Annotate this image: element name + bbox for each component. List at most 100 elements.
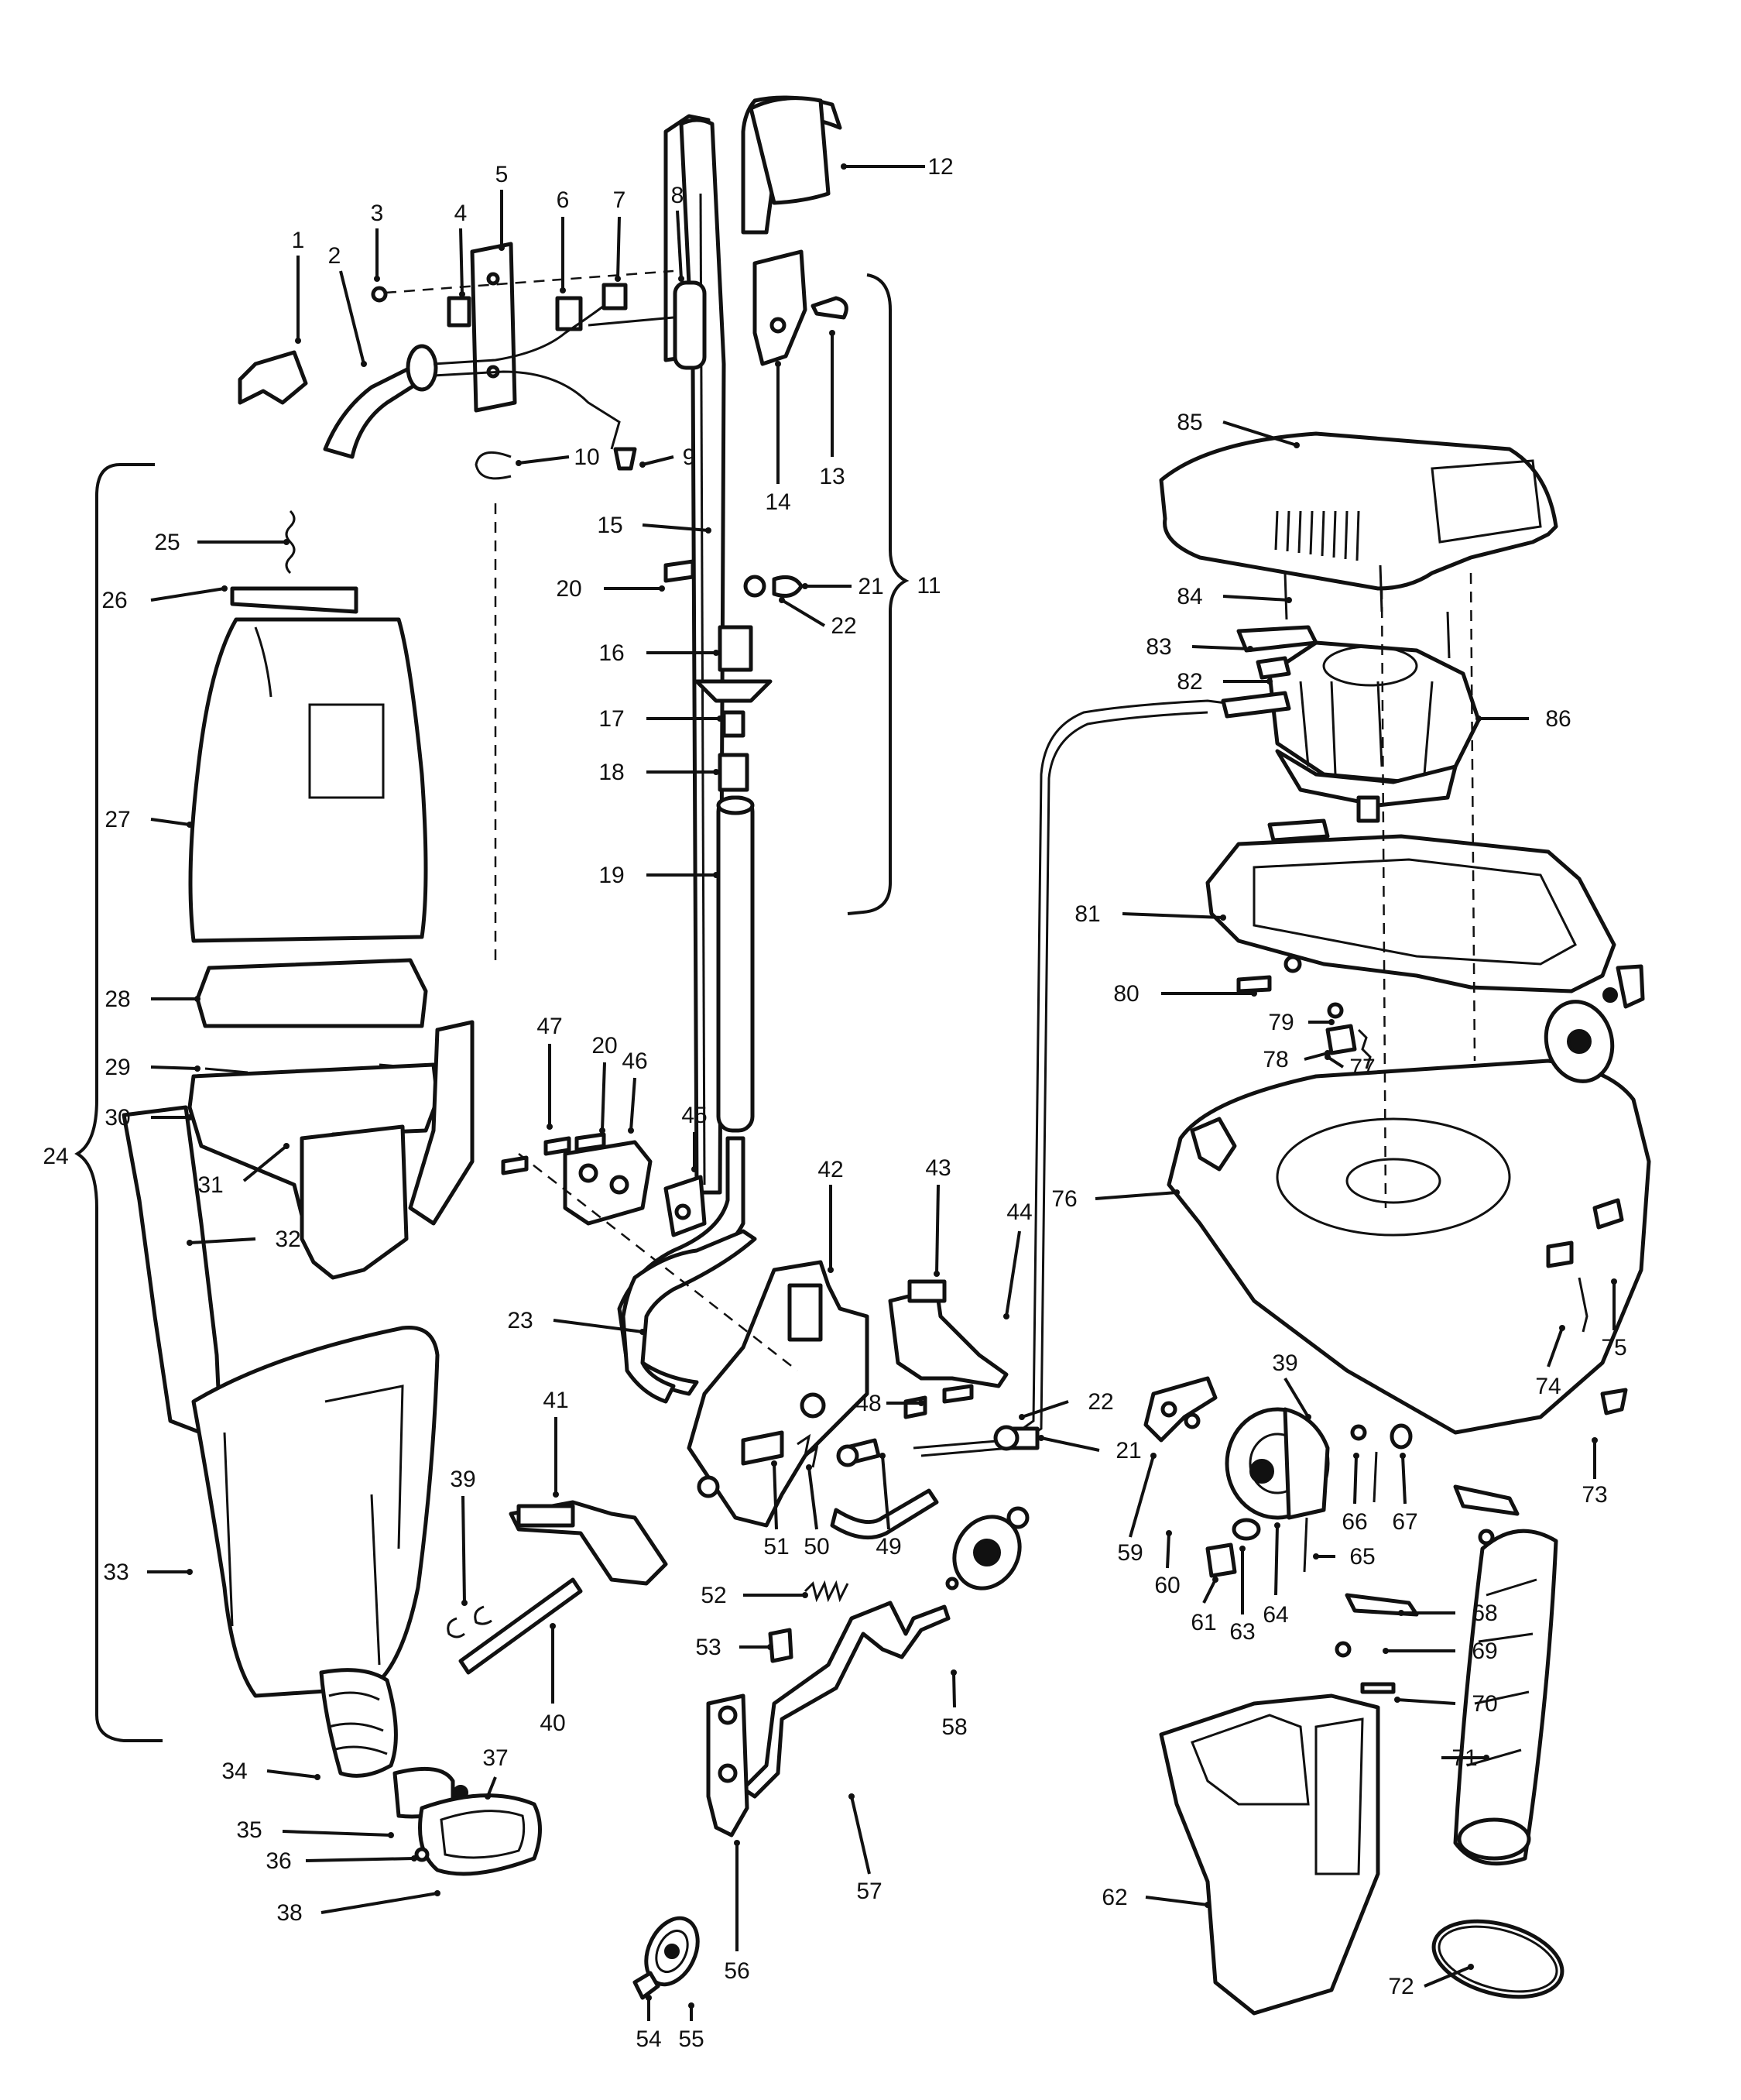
leader-arrowhead-49 — [879, 1453, 886, 1459]
height-adjust-crank — [741, 1601, 951, 1799]
callout-73: 73 — [1582, 1482, 1607, 1508]
leader-line-61 — [1202, 1579, 1217, 1604]
callout-6: 6 — [557, 187, 570, 213]
handle-bail — [621, 1229, 757, 1404]
callout-51: 51 — [763, 1534, 789, 1560]
callout-25: 25 — [154, 530, 180, 555]
leader-arrowhead-8 — [678, 276, 684, 282]
callout-72: 72 — [1388, 1974, 1414, 1999]
leader-line-44 — [1005, 1230, 1021, 1317]
brace-bag-group — [74, 463, 163, 1742]
leader-line-23 — [553, 1319, 643, 1333]
wire-connector — [613, 447, 637, 471]
callout-30: 30 — [105, 1105, 130, 1131]
leader-arrowhead-41 — [553, 1491, 559, 1498]
leader-line-8 — [676, 210, 683, 280]
callout-59: 59 — [1117, 1540, 1143, 1566]
callout-43: 43 — [925, 1155, 951, 1181]
callout-65: 65 — [1349, 1544, 1375, 1570]
leader-line-35 — [282, 1830, 392, 1837]
handle-screw — [371, 269, 674, 303]
callout-34: 34 — [221, 1759, 247, 1784]
callout-82: 82 — [1177, 669, 1202, 695]
leader-line-83 — [1191, 645, 1251, 650]
leader-line-32 — [189, 1237, 256, 1244]
leader-line-62 — [1145, 1896, 1208, 1906]
callout-16: 16 — [598, 640, 624, 666]
motor — [1267, 640, 1481, 823]
callout-80: 80 — [1113, 981, 1139, 1007]
callout-85: 85 — [1177, 410, 1202, 435]
leader-line-51 — [773, 1463, 778, 1530]
leader-arrowhead-43 — [934, 1271, 940, 1277]
leader-arrowhead-69 — [1383, 1648, 1389, 1654]
callout-60: 60 — [1154, 1573, 1180, 1598]
callout-18: 18 — [598, 760, 624, 785]
leader-line-85 — [1222, 420, 1297, 447]
leader-line-39b — [1283, 1377, 1310, 1419]
leader-arrowhead-58 — [951, 1669, 957, 1676]
callout-42: 42 — [817, 1157, 843, 1182]
brace-handle-group — [847, 273, 910, 915]
leader-arrowhead-38 — [434, 1890, 440, 1896]
callout-17: 17 — [598, 706, 624, 732]
leader-arrowhead-6 — [560, 287, 566, 293]
leader-line-34 — [266, 1769, 318, 1779]
callout-71: 71 — [1451, 1745, 1477, 1771]
callout-78: 78 — [1263, 1047, 1288, 1072]
leader-arrowhead-45 — [691, 1166, 697, 1172]
leader-arrowhead-76 — [1174, 1189, 1180, 1196]
switch — [447, 283, 628, 331]
leader-line-76 — [1095, 1191, 1177, 1200]
leader-arrowhead-31 — [283, 1143, 290, 1149]
bag-top-strip — [230, 586, 358, 614]
callout-39b: 39 — [1272, 1350, 1297, 1376]
callout-45: 45 — [681, 1103, 707, 1128]
rear-cover-clip — [408, 1020, 475, 1226]
leader-arrowhead-70 — [1394, 1697, 1400, 1703]
callout-24: 24 — [43, 1144, 68, 1169]
adapter-screw — [414, 1847, 430, 1862]
pedal-axle — [458, 1577, 583, 1675]
callout-38: 38 — [276, 1900, 302, 1926]
leader-arrowhead-28 — [194, 996, 200, 1002]
leader-arrowhead-44 — [1003, 1313, 1009, 1319]
callout-74: 74 — [1535, 1374, 1561, 1399]
leader-arrowhead-37 — [485, 1793, 491, 1800]
callout-11: 11 — [917, 573, 941, 599]
leader-line-26 — [150, 587, 225, 602]
leader-arrowhead-66 — [1353, 1453, 1359, 1459]
leader-arrowhead-52 — [802, 1592, 808, 1598]
pedal — [509, 1500, 668, 1586]
callout-7: 7 — [613, 187, 626, 213]
leader-line-4 — [459, 228, 464, 295]
leader-line-7 — [616, 216, 621, 280]
leader-arrowhead-47 — [547, 1124, 553, 1130]
adapter-ring — [418, 1793, 542, 1876]
callout-5: 5 — [495, 162, 509, 187]
leader-arrowhead-20b — [599, 1127, 605, 1134]
callout-57: 57 — [856, 1879, 882, 1904]
height-adjust-spring — [804, 1580, 849, 1603]
hood — [1159, 431, 1558, 591]
leader-arrowhead-15 — [705, 527, 711, 534]
callout-20b: 20 — [591, 1033, 617, 1059]
leader-arrowhead-64 — [1274, 1522, 1280, 1529]
base-screws — [1303, 1423, 1413, 1573]
base-clips — [1546, 1198, 1628, 1415]
leader-arrowhead-10 — [516, 460, 522, 466]
callout-62: 62 — [1102, 1885, 1127, 1910]
axle-bolt — [993, 1425, 1040, 1451]
leader-arrowhead-9 — [639, 462, 646, 468]
callout-48: 48 — [855, 1391, 881, 1416]
leader-arrowhead-63 — [1239, 1546, 1246, 1552]
callout-22b: 22 — [1088, 1389, 1113, 1415]
callout-19: 19 — [598, 863, 624, 888]
leader-line-43 — [935, 1184, 940, 1275]
leader-line-36 — [305, 1857, 415, 1862]
leader-line-64 — [1274, 1525, 1279, 1596]
base-latch — [1325, 1002, 1372, 1069]
latch-spring — [797, 1433, 819, 1468]
dust-bag — [188, 617, 428, 943]
leader-arrowhead-12 — [841, 163, 847, 170]
